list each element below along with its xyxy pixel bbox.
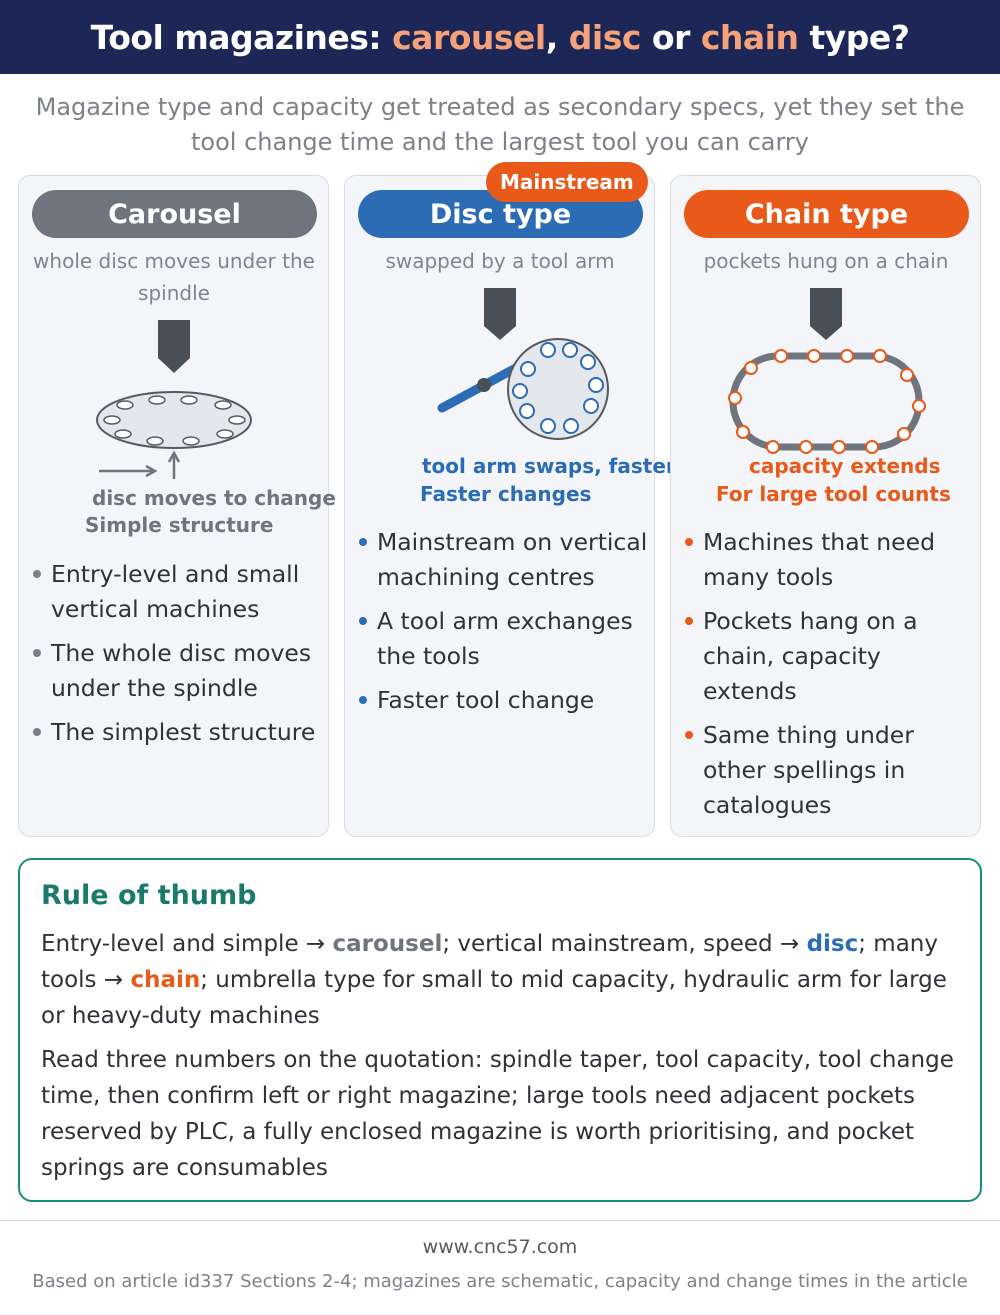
bullet-dot-icon xyxy=(33,649,41,657)
list-item: Mainstream on vertical machining centres xyxy=(357,525,649,595)
diagram-caption-2: Simple structure xyxy=(85,513,274,537)
card-subtitle: pockets hung on a chain xyxy=(703,249,949,273)
bullet-dot-icon xyxy=(359,696,367,704)
diagram-caption-2: Faster changes xyxy=(420,482,592,506)
title-keyword-carousel: carousel xyxy=(392,17,546,57)
bullet-dot-icon xyxy=(33,728,41,736)
motion-arrow-icon xyxy=(99,450,181,479)
mainstream-badge: Mainstream xyxy=(486,162,648,202)
spindle-icon xyxy=(158,320,190,373)
list-item: The whole disc moves under the spindle xyxy=(31,636,323,706)
disc-diagram xyxy=(437,288,609,440)
card-chain-type: Chain type pockets hung on a chain capac… xyxy=(670,175,981,837)
bullet-dot-icon xyxy=(685,538,693,546)
list-item: Faster tool change xyxy=(357,683,649,718)
keyword-disc: disc xyxy=(806,931,859,957)
diagram-caption-1: capacity extends xyxy=(749,454,941,478)
footer-site-link[interactable]: www.cnc57.com xyxy=(422,1236,578,1258)
diagram-caption-2: For large tool counts xyxy=(716,482,951,506)
list-item: Machines that need many tools xyxy=(683,525,975,595)
carousel-disc xyxy=(96,391,252,449)
rule-of-thumb-box: Rule of thumb Entry-level and simple → c… xyxy=(18,858,982,1202)
intro-text: Magazine type and capacity get treated a… xyxy=(35,93,965,156)
card-title-chain: Chain type xyxy=(684,190,969,238)
keyword-chain: chain xyxy=(130,967,201,993)
bullet-dot-icon xyxy=(685,617,693,625)
keyword-carousel: carousel xyxy=(332,931,443,957)
chain-diagram xyxy=(728,288,926,454)
list-item: Same thing under other spellings in cata… xyxy=(683,718,975,823)
title-keyword-chain: chain xyxy=(700,17,799,57)
list-item: The simplest structure xyxy=(31,715,323,750)
card-disc-type: Disc type Mainstream swapped by a tool a… xyxy=(344,162,676,837)
bullet-list: Mainstream on vertical machining centres… xyxy=(357,525,649,727)
spindle-icon xyxy=(484,288,516,340)
tool-chain xyxy=(728,349,926,454)
list-item: Pockets hang on a chain, capacity extend… xyxy=(683,604,975,709)
tool-disc xyxy=(507,338,609,440)
card-title-carousel: Carousel xyxy=(32,190,317,238)
list-item: Entry-level and small vertical machines xyxy=(31,557,323,627)
rule-paragraph-1: Entry-level and simple → carousel; verti… xyxy=(41,931,947,1029)
footer-divider xyxy=(0,1220,1000,1221)
rule-paragraph-2: Read three numbers on the quotation: spi… xyxy=(41,1047,954,1181)
carousel-diagram xyxy=(96,320,252,479)
bullet-dot-icon xyxy=(685,731,693,739)
title-keyword-disc: disc xyxy=(568,17,642,57)
bullet-list: Entry-level and small vertical machines … xyxy=(31,557,323,759)
bullet-dot-icon xyxy=(33,570,41,578)
card-subtitle: swapped by a tool arm xyxy=(385,249,615,273)
list-item: A tool arm exchanges the tools xyxy=(357,604,649,674)
card-carousel: Carousel whole disc moves under the spin… xyxy=(18,175,336,837)
card-subtitle: whole disc moves under the spindle xyxy=(33,249,315,305)
diagram-caption-1: disc moves to change xyxy=(92,486,336,510)
page-header: Tool magazines: carousel, disc or chain … xyxy=(0,0,1000,74)
bullet-dot-icon xyxy=(359,538,367,546)
bullet-dot-icon xyxy=(359,617,367,625)
bullet-list: Machines that need many tools Pockets ha… xyxy=(683,525,975,832)
rule-heading: Rule of thumb xyxy=(41,880,257,911)
page-title: Tool magazines: carousel, disc or chain … xyxy=(90,17,910,57)
diagram-caption-1: tool arm swaps, faster xyxy=(422,454,676,478)
footer-note: Based on article id337 Sections 2-4; mag… xyxy=(32,1271,968,1292)
spindle-icon xyxy=(810,288,842,340)
